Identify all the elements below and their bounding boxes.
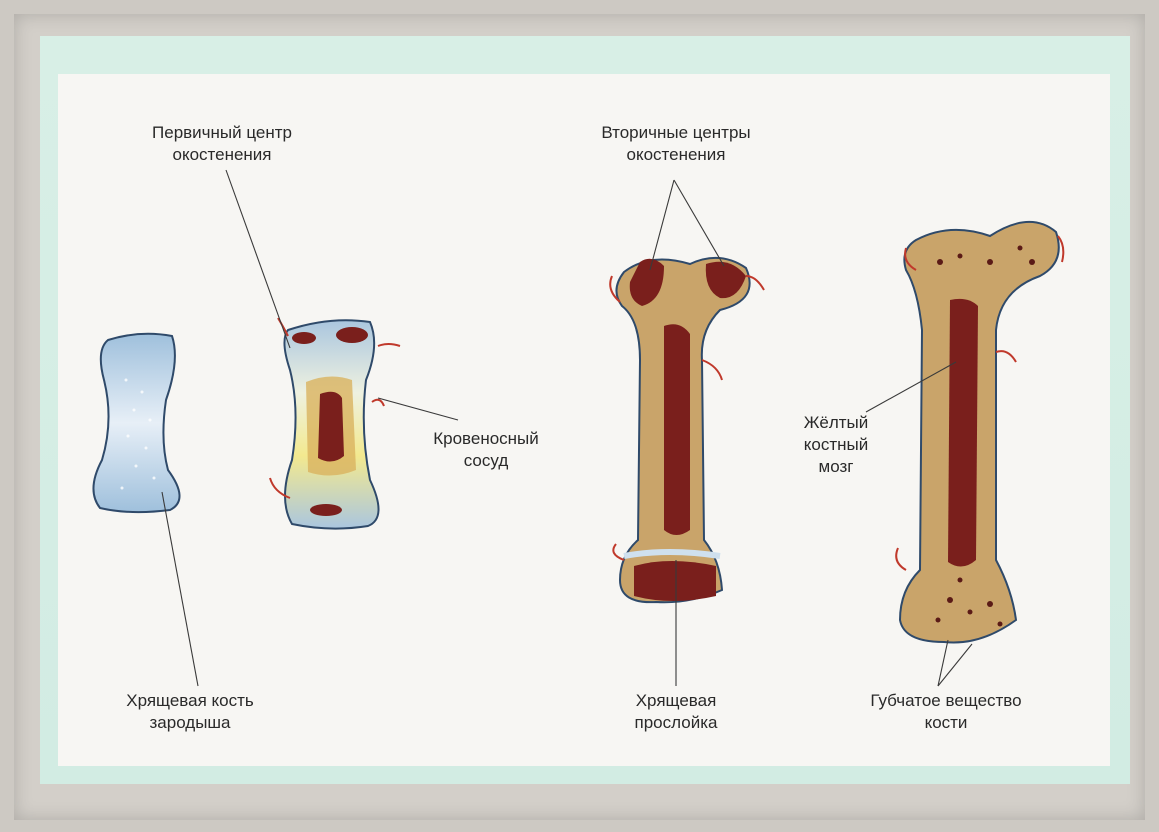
label-blood-vessel-2: сосуд — [464, 451, 509, 470]
label-cartilage-layer-1: Хрящевая — [636, 691, 717, 710]
label-spongy-2: кости — [925, 713, 968, 732]
label-spongy-1: Губчатое вещество — [870, 691, 1021, 710]
label-primary-center-2: окостенения — [172, 145, 271, 164]
stage2-primary-ossification — [270, 318, 400, 529]
stage1-cartilage-bone — [93, 334, 179, 512]
label-yellow-marrow-2: костный — [804, 435, 868, 454]
label-secondary-centers-1: Вторичные центры — [601, 123, 750, 142]
label-primary-center-1: Первичный центр — [152, 123, 292, 142]
label-secondary-centers-2: окостенения — [626, 145, 725, 164]
stage4-mature-bone — [896, 222, 1063, 643]
label-cartilage-bone-1: Хрящевая кость — [126, 691, 254, 710]
label-cartilage-layer-2: прослойка — [635, 713, 718, 732]
label-cartilage-bone-2: зародыша — [149, 713, 231, 732]
label-blood-vessel-1: Кровеносный — [433, 429, 539, 448]
label-yellow-marrow-1: Жёлтый — [804, 413, 869, 432]
stage3-secondary-centers — [610, 258, 764, 602]
label-yellow-marrow-3: мозг — [819, 457, 854, 476]
